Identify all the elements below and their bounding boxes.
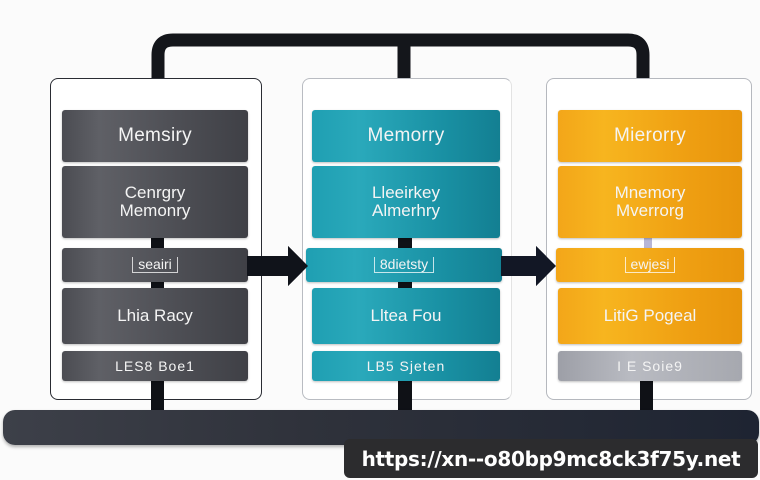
column-1-footer: LB5 Sjeten — [366, 357, 446, 374]
arrow-right-icon — [501, 246, 556, 286]
arrow-right-icon — [247, 246, 308, 286]
column-0-description-line-2: Memonry — [119, 201, 191, 220]
column-1-description-block: Lleeirkey Almerhry — [312, 166, 500, 238]
column-2-tag-block: ewjesi — [556, 248, 744, 282]
column-1-description-line-2: Almerhry — [371, 201, 440, 220]
column-2-footer: I E Soie9 — [617, 357, 683, 374]
column-2-role-block: LitiG Pogeal — [558, 288, 742, 344]
column-0-stem-segment — [151, 282, 164, 290]
column-2-title-block: Mierorry — [558, 110, 742, 162]
column-0-stem-segment — [151, 381, 164, 411]
column-1-stem-segment — [398, 238, 412, 250]
column-0-tag: seairi — [132, 256, 178, 274]
column-0-title: Memsiry — [118, 125, 192, 147]
column-0-stem-segment — [151, 238, 164, 250]
column-1-title-block: Memorry — [312, 110, 500, 162]
column-0-footer: LES8 Boe1 — [115, 357, 195, 374]
top-bus-line — [151, 33, 650, 92]
column-0-tag-block: seairi — [62, 248, 248, 282]
column-0-role-block: Lhia Racy — [62, 288, 248, 344]
column-1-tag-block: 8dietsty — [306, 248, 502, 282]
column-2-stem-segment — [644, 238, 652, 250]
column-1-title: Memorry — [367, 125, 445, 147]
column-2-description-block: Mnemory Mverrorg — [558, 166, 742, 238]
column-2-description-line-2: Mverrorg — [615, 201, 684, 220]
column-0-role: Lhia Racy — [117, 306, 193, 326]
column-1-role-block: Lltea Fou — [312, 288, 500, 344]
column-0-title-block: Memsiry — [62, 110, 248, 162]
watermark-url[interactable]: https://xn--o80bp9mc8ck3f75y.net — [344, 439, 758, 478]
column-1-stem-segment — [398, 282, 412, 290]
column-2-title: Mierorry — [613, 125, 687, 147]
column-1-tag: 8dietsty — [373, 256, 435, 274]
column-0-description-line-1: Cenrgry — [124, 183, 186, 203]
column-1-footer-block: LB5 Sjeten — [312, 351, 500, 381]
column-1-description-line-1: Lleeirkey — [371, 183, 441, 203]
column-0-footer-block: LES8 Boe1 — [62, 351, 248, 381]
column-2-tag: ewjesi — [624, 256, 676, 274]
column-2-description-line-1: Mnemory — [614, 183, 686, 203]
column-0-description-block: Cenrgry Memonry — [62, 166, 248, 238]
column-2-footer-block: I E Soie9 — [558, 351, 742, 381]
column-1-stem-segment — [398, 381, 412, 411]
column-2-role: LitiG Pogeal — [603, 306, 697, 326]
column-1-role: Lltea Fou — [370, 306, 442, 326]
column-2-stem-segment — [640, 381, 653, 411]
